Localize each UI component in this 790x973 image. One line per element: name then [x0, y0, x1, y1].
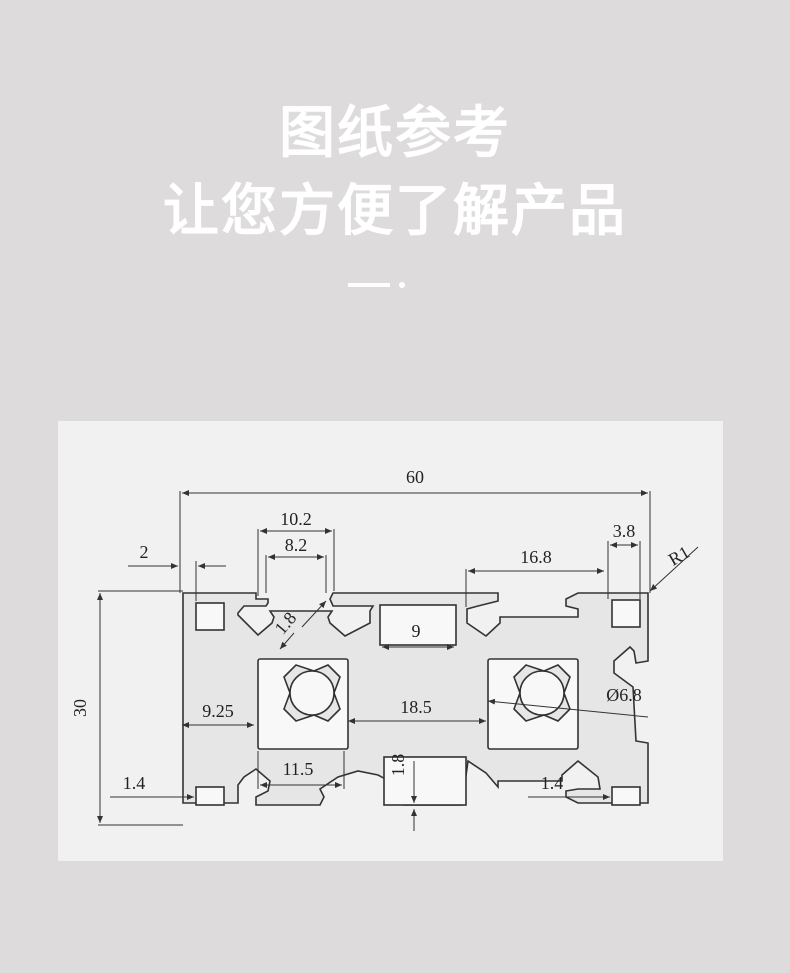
label-radius: R1	[665, 542, 693, 570]
label-hole-right: 1.4	[541, 773, 564, 793]
label-lip: 2	[140, 542, 149, 562]
dimension-lines	[97, 490, 699, 831]
heading-line-2: 让您方便了解产品	[163, 179, 627, 244]
left-core-bore	[289, 670, 335, 716]
dim-line-1-8-diag-a	[301, 600, 327, 628]
label-core-pitch: 18.5	[400, 697, 432, 717]
dim-line-1-8-diag-b	[279, 632, 295, 650]
corner-cavity-bottom-right	[611, 786, 641, 806]
corner-cavity-top-right	[611, 599, 641, 628]
right-core-bore	[519, 670, 565, 716]
profile-drawing: 60 30 10.2 8.2 2 1.8 9 3.8 R1 16.8 9.25 …	[58, 421, 723, 861]
corner-cavity-bottom-left	[195, 786, 225, 806]
label-offset: 16.8	[520, 547, 552, 567]
dim-line-r1	[649, 546, 699, 592]
label-corner-width: 3.8	[613, 521, 636, 541]
label-overall-width: 60	[406, 467, 424, 487]
label-center-slot: 9	[412, 621, 421, 641]
label-bottom-wall: 1.8	[388, 754, 408, 777]
label-core-width: 11.5	[283, 759, 314, 779]
profile-body	[182, 592, 649, 806]
heading-divider	[348, 283, 390, 287]
label-slot-inner: 8.2	[285, 535, 308, 555]
corner-cavity-top-left	[195, 602, 225, 631]
label-overall-height: 30	[70, 699, 90, 717]
heading-line-1: 图纸参考	[279, 101, 511, 166]
dim-line-bore	[487, 698, 649, 718]
profile-svg: 60 30 10.2 8.2 2 1.8 9 3.8 R1 16.8 9.25 …	[70, 467, 699, 831]
label-hole-left: 1.4	[123, 773, 146, 793]
label-core-offset: 9.25	[202, 701, 234, 721]
label-bore: Ø6.8	[606, 685, 642, 705]
heading-divider-dot	[399, 282, 405, 288]
label-slot-outer: 10.2	[280, 509, 312, 529]
bottom-center-slot	[383, 756, 467, 806]
